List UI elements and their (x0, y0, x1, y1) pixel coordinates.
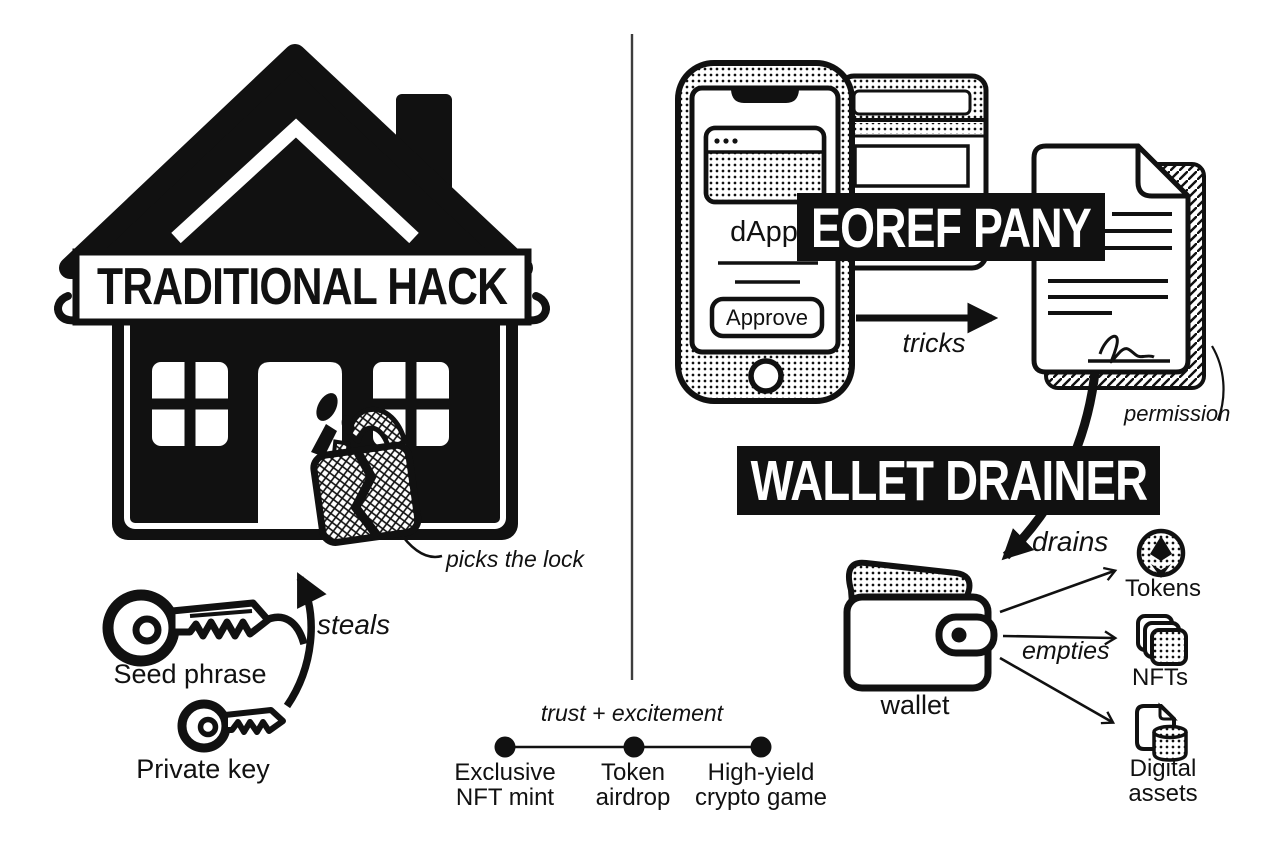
banner-label: TRADITIONAL HACK (96, 258, 508, 316)
picks-the-lock-caption: picks the lock (446, 546, 585, 572)
tricks-caption: tricks (902, 328, 966, 358)
timeline-dot (750, 736, 772, 758)
tokens-label: Tokens (1124, 575, 1202, 602)
top-banner-label: EOREF PANY (811, 195, 1092, 259)
nft-stack-icon (1136, 614, 1188, 666)
key-icon (102, 589, 272, 667)
padlock-icon (310, 407, 422, 546)
traditional-hack-banner: TRADITIONAL HACK (76, 252, 528, 322)
ribbon-banner (54, 248, 550, 326)
empties-arrows (999, 566, 1118, 725)
seed-phrase-label: Seed phrase (113, 659, 267, 689)
timeline-dot (494, 736, 516, 758)
lockpick-icon (311, 393, 355, 457)
dapp-window-icon (703, 125, 827, 205)
window-icon (152, 362, 228, 446)
timeline-dot (623, 736, 645, 758)
caption-connector (1211, 345, 1225, 421)
home-button-icon (748, 358, 784, 394)
dapp-label: dApp (730, 216, 798, 248)
permission-caption: permission (1124, 401, 1231, 426)
timeline-stage-label: High-yield crypto game (694, 759, 828, 812)
approve-button-shape (709, 296, 825, 339)
nfts-label: NFTs (1132, 664, 1188, 691)
document-icon (1031, 143, 1206, 390)
wallet-icon (843, 559, 998, 692)
bottom-banner-label: WALLET DRAINER (750, 448, 1147, 513)
signature-glyph (1098, 334, 1155, 364)
approve-button-label: Approve (726, 305, 808, 330)
timeline-stage-label: Token airdrop (595, 759, 671, 812)
phone-notch (731, 90, 799, 103)
wallet-label: wallet (880, 690, 950, 720)
digital-assets-label: Digital assets (1128, 755, 1198, 808)
timeline-stage-label: Exclusive NFT mint (454, 759, 556, 812)
top-banner: EOREF PANY (797, 193, 1105, 261)
phone-icon (675, 60, 855, 404)
caption-connector (396, 529, 443, 559)
bottom-banner: WALLET DRAINER (737, 446, 1160, 515)
private-key-label: Private key (136, 754, 270, 784)
ethereum-token-icon (1136, 528, 1186, 578)
digital-assets-icon (1135, 702, 1188, 762)
drains-caption: drains (1032, 526, 1109, 557)
timeline-caption: trust + excitement (540, 700, 724, 726)
key-icon (177, 699, 286, 753)
timeline-track (494, 736, 772, 758)
empties-caption: empties (1022, 637, 1110, 665)
steals-caption: steals (317, 609, 391, 640)
steals-arrow (262, 572, 327, 709)
